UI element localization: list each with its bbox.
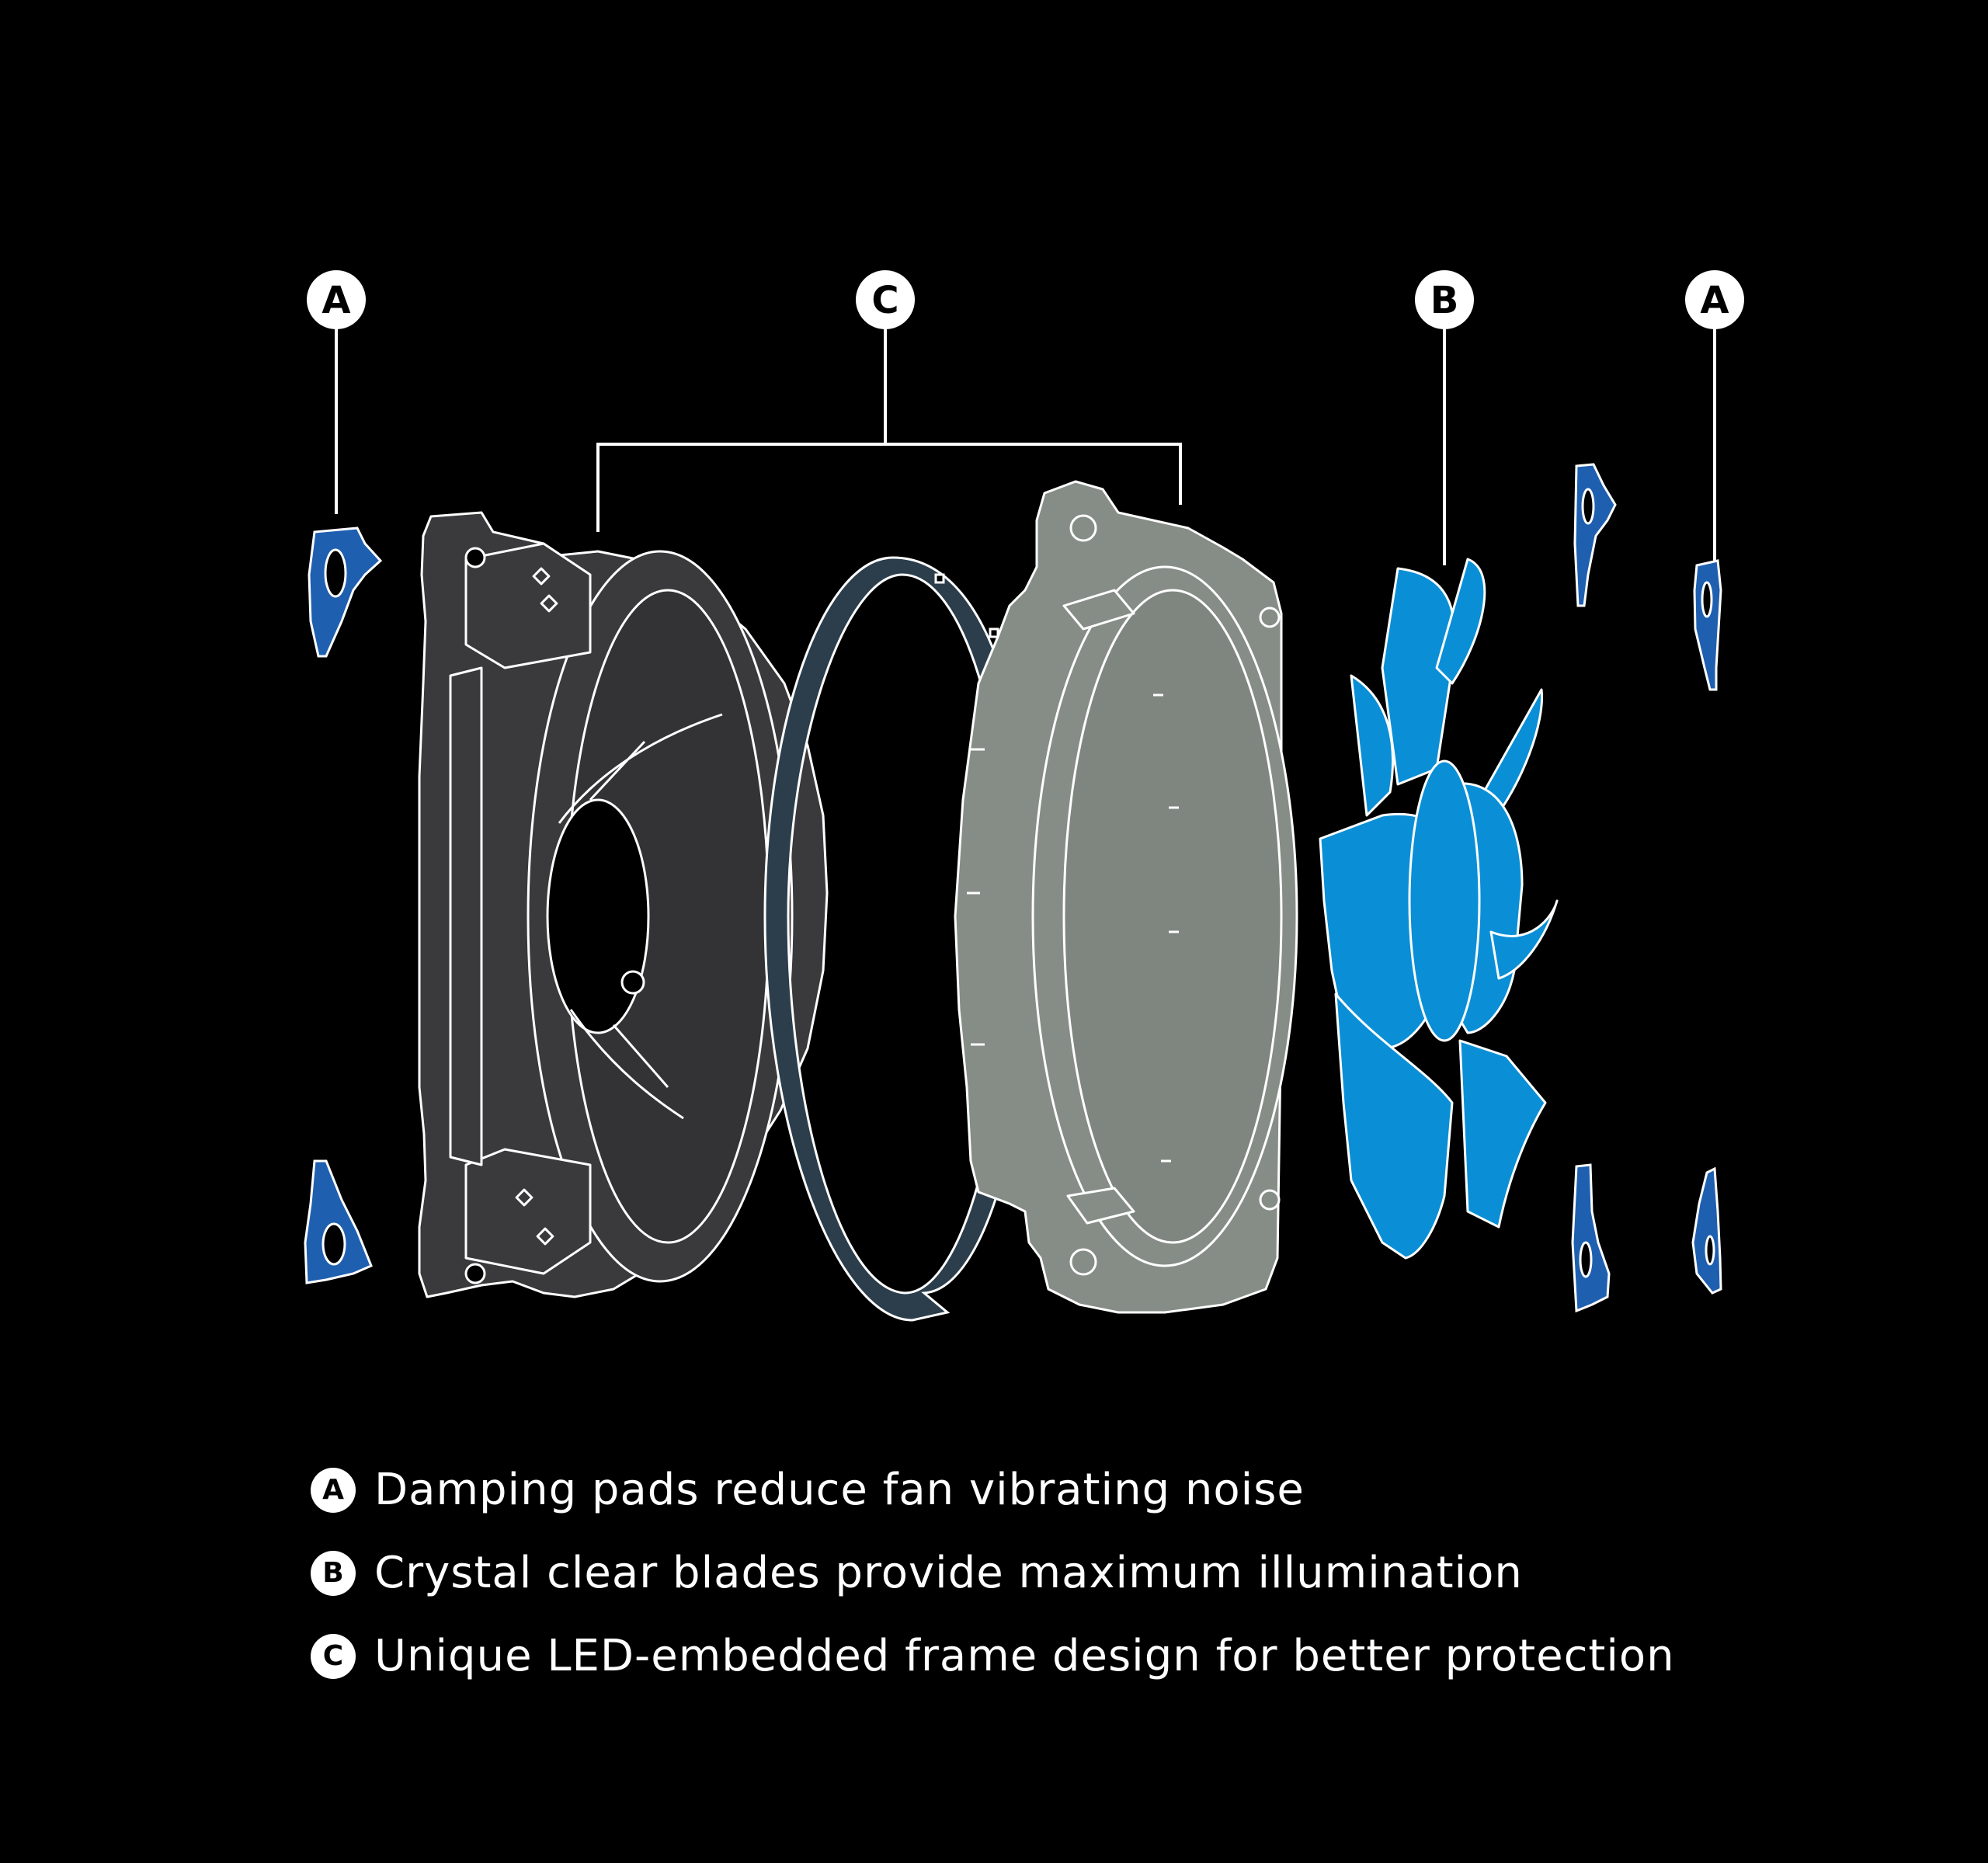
callout-badge-a-right: A — [1685, 270, 1744, 329]
legend-item-a: A Damping pads reduce fan vibrating nois… — [311, 1448, 1675, 1531]
callout-badge-b: B — [1415, 270, 1474, 329]
callout-letter: A — [321, 279, 350, 322]
legend-item-b: B Crystal clear blades provide maximum i… — [311, 1531, 1675, 1614]
legend-badge-c: C — [311, 1633, 356, 1679]
callout-leaders — [335, 326, 1716, 565]
leader-c-bracket — [596, 443, 1182, 532]
legend: A Damping pads reduce fan vibrating nois… — [311, 1448, 1675, 1698]
fan-blades — [1319, 558, 1559, 1260]
damping-pad-top-left — [308, 527, 383, 658]
callout-letter: C — [871, 279, 898, 322]
legend-item-c: C Unique LED-embedded frame design for b… — [311, 1614, 1675, 1698]
damping-pad-bottom-right-2 — [1691, 1166, 1722, 1295]
callout-letter: B — [1430, 279, 1459, 322]
damping-pad-top-right-1 — [1573, 463, 1617, 607]
legend-text-a: Damping pads reduce fan vibrating noise — [374, 1465, 1305, 1515]
damping-pad-top-right-2 — [1693, 559, 1722, 691]
damping-pad-bottom-left — [304, 1159, 373, 1284]
legend-text-b: Crystal clear blades provide maximum ill… — [374, 1548, 1523, 1598]
rear-frame — [954, 480, 1298, 1314]
callout-badge-a-left: A — [307, 270, 366, 329]
legend-badge-b: B — [311, 1550, 356, 1596]
front-frame — [418, 511, 829, 1298]
callout-badge-c: C — [856, 270, 915, 329]
damping-pad-bottom-right-1 — [1571, 1163, 1611, 1313]
callout-letter: A — [1700, 279, 1729, 322]
legend-text-c: Unique LED-embedded frame design for bet… — [374, 1631, 1675, 1681]
legend-badge-a: A — [311, 1467, 356, 1513]
